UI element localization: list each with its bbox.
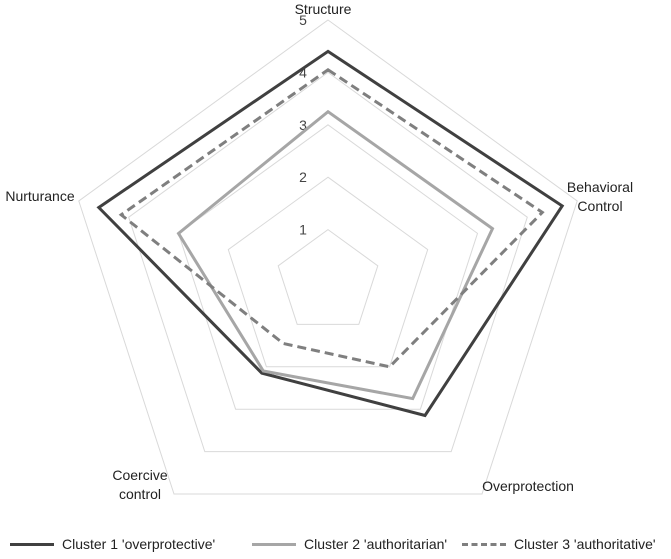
- legend-item-2: Cluster 2 'authoritarian': [252, 536, 447, 552]
- tick-label-5: 5: [299, 12, 307, 28]
- legend-label-3: Cluster 3 'authoritative': [514, 536, 656, 552]
- legend-label-2: Cluster 2 'authoritarian': [304, 536, 448, 552]
- series-line-3: [118, 67, 545, 369]
- tick-label-1: 1: [299, 222, 307, 238]
- axis-label-structure: Structure: [295, 1, 352, 17]
- tick-label-3: 3: [299, 117, 307, 133]
- tick-label-2: 2: [299, 169, 307, 185]
- legend-swatch-2: [252, 542, 296, 546]
- series-line-1: [96, 49, 565, 418]
- tick-labels: 1 2 3 4 5: [299, 12, 307, 238]
- legend-item-3: Cluster 3 'authoritative': [462, 536, 656, 552]
- grid-ring-1: [277, 228, 379, 325]
- chart-legend: Cluster 1 'overprotective' Cluster 2 'aut…: [0, 536, 671, 558]
- axis-label-nurturance: Nurturance: [5, 188, 74, 204]
- grid-ring-5: [78, 19, 578, 495]
- series-line-2: [176, 109, 495, 401]
- series-group: [96, 49, 565, 418]
- grid-ring-4: [128, 71, 528, 453]
- legend-label-1: Cluster 1 'overprotective': [62, 536, 216, 552]
- grid-ring-2: [227, 176, 429, 368]
- axis-label-overprotection: Overprotection: [482, 478, 574, 494]
- tick-label-4: 4: [299, 64, 307, 80]
- grid-rings: [78, 19, 578, 495]
- legend-swatch-3: [462, 542, 506, 546]
- legend-item-1: Cluster 1 'overprotective': [10, 536, 215, 552]
- grid-ring-3: [177, 124, 479, 410]
- legend-swatch-1: [10, 542, 54, 546]
